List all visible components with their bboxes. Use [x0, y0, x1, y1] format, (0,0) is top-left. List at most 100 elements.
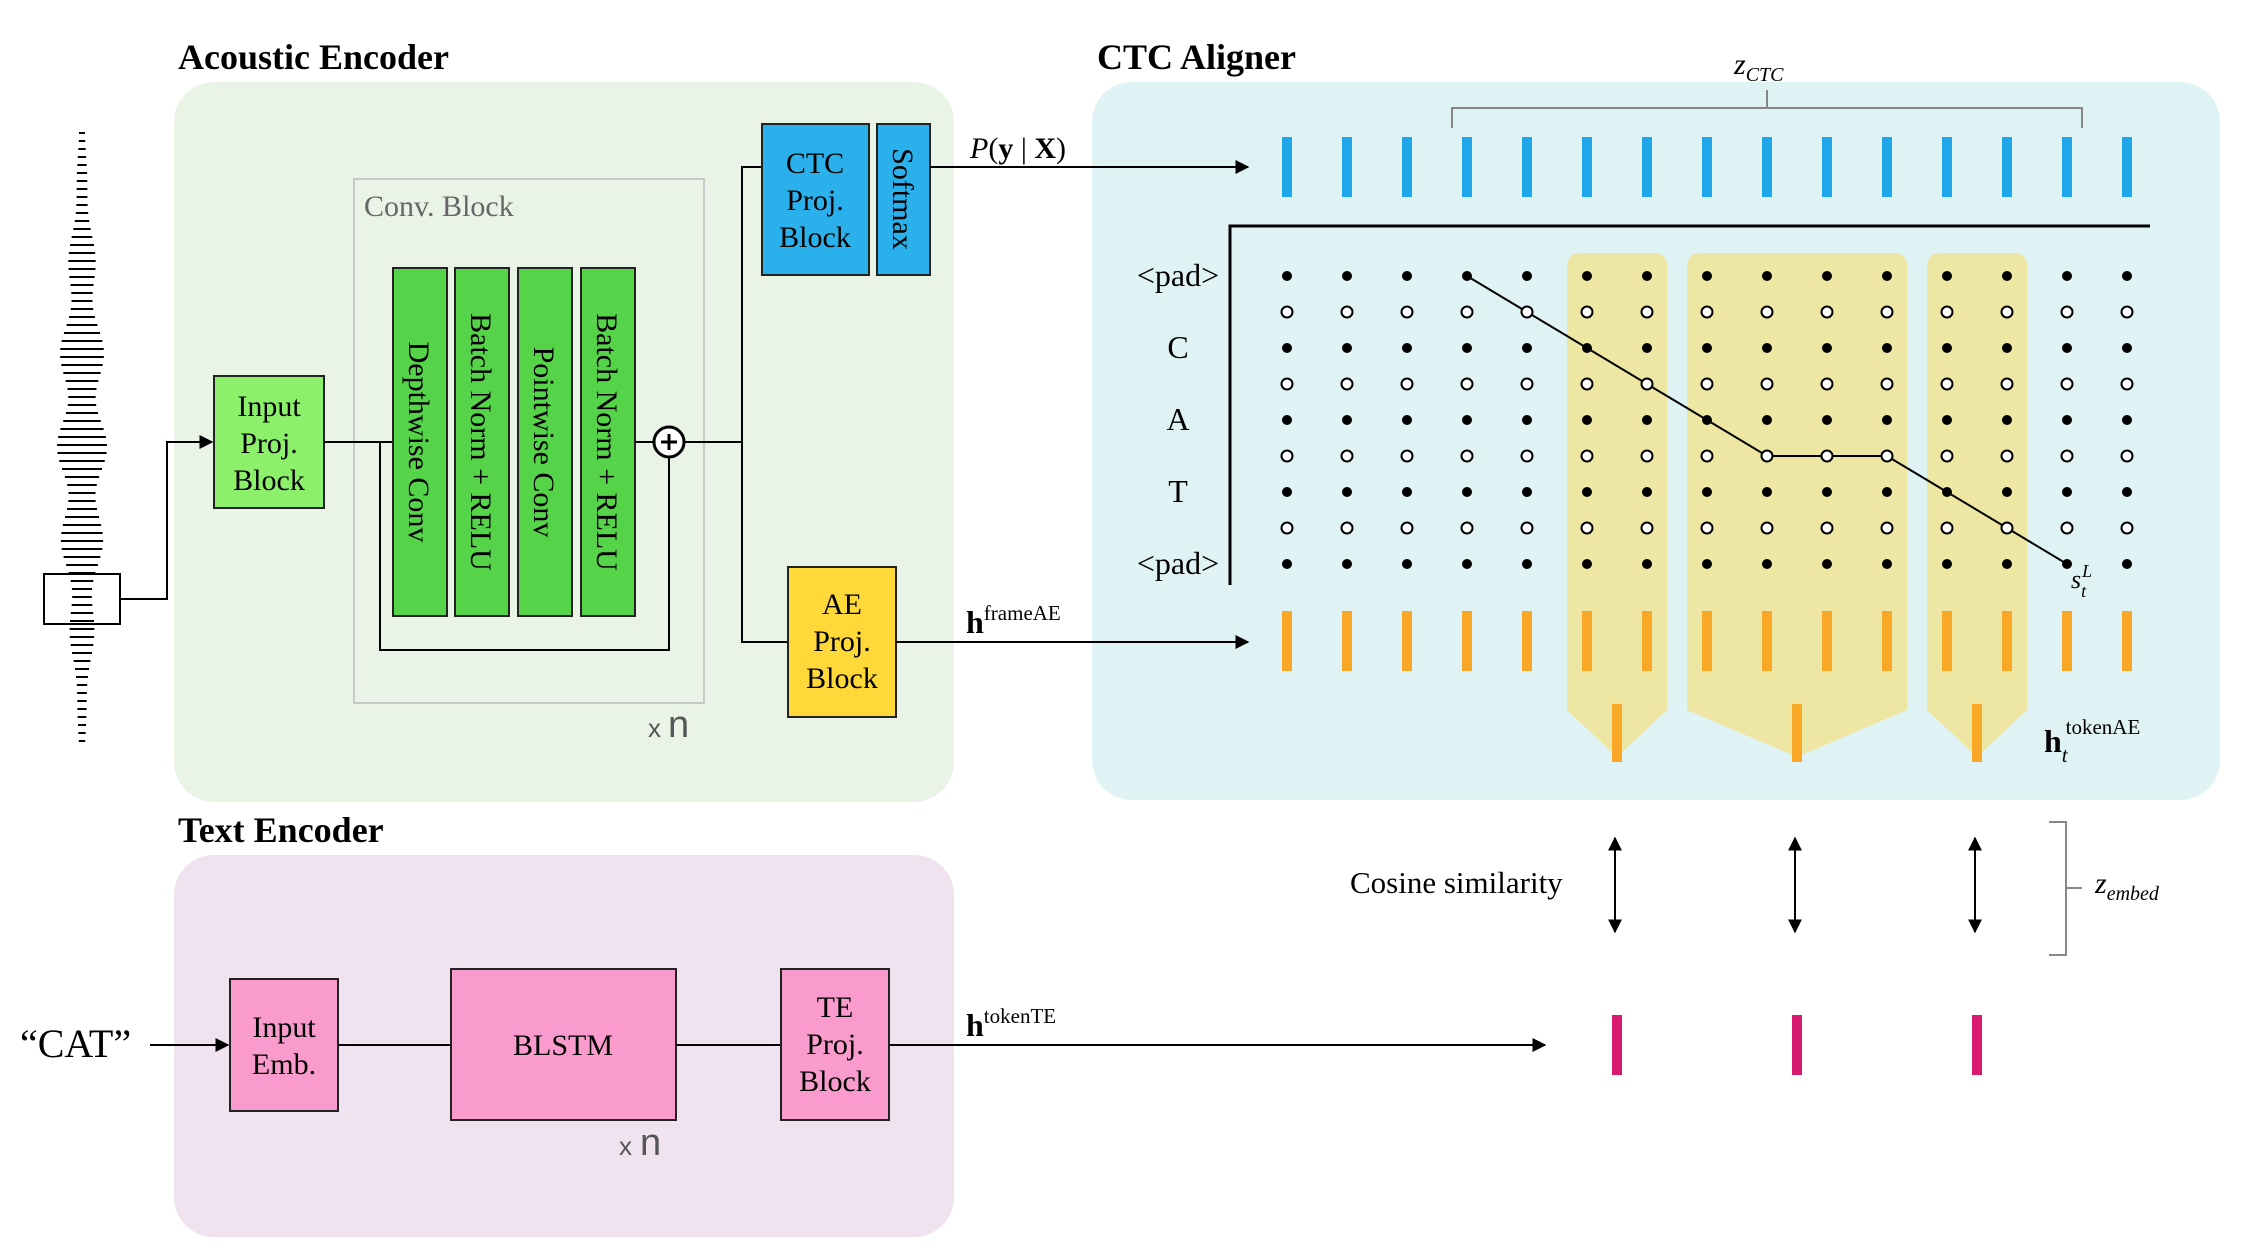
frame-ae-bar — [1342, 611, 1352, 671]
depthwise-conv-label: Depthwise Conv — [402, 342, 435, 543]
input-proj-line-2: Proj. — [240, 427, 298, 460]
frame-ae-bar — [1702, 611, 1712, 671]
lattice-dot — [1282, 415, 1292, 425]
lattice-dot — [1642, 487, 1652, 497]
lattice-dot — [1880, 521, 1894, 535]
lattice-dot — [1822, 343, 1832, 353]
frame-window — [43, 573, 121, 625]
ctc-bar — [1762, 137, 1772, 197]
frame-ae-bars — [1282, 611, 2132, 671]
s-t-l-label: stL — [2071, 561, 2092, 601]
blstm-repeat-n: n — [640, 1122, 661, 1164]
pointwise-conv-layer — [517, 267, 573, 617]
lattice-dot — [1762, 559, 1772, 569]
frame-ae-bar — [1402, 611, 1412, 671]
lattice-dot — [2122, 343, 2132, 353]
lattice-dot — [1702, 343, 1712, 353]
text-encoder-title: Text Encoder — [178, 810, 384, 850]
plus-circle-icon — [652, 425, 686, 459]
lattice-dot — [1642, 271, 1652, 281]
lattice-dot — [1942, 415, 1952, 425]
lattice-dot — [1640, 377, 1654, 391]
lattice-dot — [1642, 343, 1652, 353]
token-te-bars — [1612, 1015, 1982, 1075]
lattice-dot — [2000, 521, 2014, 535]
lattice-dot — [1760, 449, 1774, 463]
token-ae-bar — [1612, 704, 1622, 762]
lattice-dot — [1460, 305, 1474, 319]
blstm-repeat-x: x — [619, 1131, 632, 1161]
ae-proj-line-2: Proj. — [813, 625, 871, 658]
lattice-dot — [2060, 449, 2074, 463]
split-to-ae-line — [741, 442, 788, 643]
lattice-dot — [1940, 305, 1954, 319]
lattice-dot — [1462, 415, 1472, 425]
lattice-dot — [2122, 415, 2132, 425]
lattice-dot — [2062, 343, 2072, 353]
input-emb-line-2: Emb. — [252, 1048, 316, 1081]
row-label-pad-top: <pad> — [1137, 257, 1219, 293]
lattice-dot — [1342, 343, 1352, 353]
conv-repeat-x: x — [648, 713, 661, 743]
lattice-dot — [2002, 415, 2012, 425]
row-label-a: A — [1166, 401, 1189, 437]
lattice-axes — [1228, 224, 2150, 585]
frame-ae-bar — [1522, 611, 1532, 671]
ctc-bar — [1822, 137, 1832, 197]
alignment-lattice — [1280, 271, 2134, 569]
ctc-bar — [1282, 137, 1292, 197]
lattice-dot — [1462, 487, 1472, 497]
token-group-highlight-2 — [1687, 253, 1907, 757]
lattice-dot — [1580, 521, 1594, 535]
lattice-dot — [1462, 271, 1472, 281]
lattice-dot — [1942, 559, 1952, 569]
lattice-dot — [1342, 415, 1352, 425]
lattice-dot — [1880, 449, 1894, 463]
prob-label: P(y | X) — [969, 132, 1066, 165]
lattice-dot — [2002, 343, 2012, 353]
lattice-dot — [1282, 271, 1292, 281]
lattice-dot — [1282, 343, 1292, 353]
z-ctc-bracket — [1451, 90, 2083, 128]
lattice-dot — [1642, 415, 1652, 425]
wave-to-input-arrow — [120, 435, 214, 600]
lattice-dot — [1942, 343, 1952, 353]
lattice-dot — [2002, 487, 2012, 497]
lattice-dot — [1762, 271, 1772, 281]
te-proj-block — [780, 968, 890, 1121]
lattice-dot — [1280, 377, 1294, 391]
lattice-dot — [2120, 449, 2134, 463]
lattice-dot — [2120, 377, 2134, 391]
ae-proj-line-1: AE — [822, 588, 862, 621]
lattice-dot — [2122, 271, 2132, 281]
waveform-icon — [57, 132, 107, 742]
lattice-dot — [1402, 415, 1412, 425]
lattice-dot — [1280, 305, 1294, 319]
lattice-dot — [1700, 377, 1714, 391]
lattice-dot — [2062, 487, 2072, 497]
lattice-dot — [1702, 559, 1712, 569]
ctc-proj-line-2: Proj. — [786, 184, 844, 217]
lattice-dot — [1402, 559, 1412, 569]
input-proj-line-1: Input — [237, 390, 301, 423]
acoustic-encoder-title: Acoustic Encoder — [178, 37, 449, 77]
lattice-dot — [1580, 305, 1594, 319]
lattice-dot — [2000, 377, 2014, 391]
ctc-bar — [2062, 137, 2072, 197]
lattice-dot — [1700, 449, 1714, 463]
frame-ae-bar — [1462, 611, 1472, 671]
token-ae-bar — [1972, 704, 1982, 762]
ctc-proj-line-1: CTC — [786, 147, 844, 180]
lattice-dot — [1522, 271, 1532, 281]
h-token-te-label: htokenTE — [966, 1004, 1056, 1043]
lattice-dot — [1520, 521, 1534, 535]
lattice-dot — [1820, 449, 1834, 463]
lattice-dot — [1642, 559, 1652, 569]
z-embed-bracket — [2049, 821, 2082, 956]
lattice-dot — [1402, 271, 1412, 281]
lattice-dot — [2122, 487, 2132, 497]
ctc-bar — [1462, 137, 1472, 197]
lattice-dot — [2000, 305, 2014, 319]
lattice-dot — [1342, 559, 1352, 569]
